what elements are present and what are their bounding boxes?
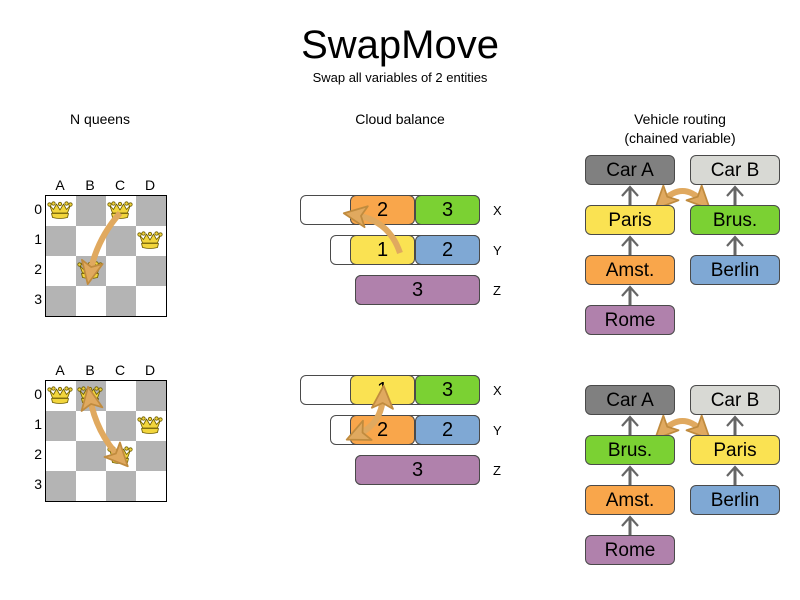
board-cell-B3[interactable] (76, 286, 106, 316)
queen-piece-C0[interactable] (107, 200, 133, 220)
board-cell-B3[interactable] (76, 471, 106, 501)
board-rank-label-0: 0 (34, 386, 42, 402)
vrp-node-car-b[interactable]: Car B (690, 155, 780, 185)
board-cell-B1[interactable] (76, 226, 106, 256)
queen-piece-A0[interactable] (47, 200, 73, 220)
vrp-node-car-a[interactable]: Car A (585, 155, 675, 185)
vrp-node-brus[interactable]: Brus. (585, 435, 675, 465)
board-rank-label-3: 3 (34, 476, 42, 492)
cloud-process-block[interactable]: 2 (350, 195, 415, 225)
vrp-heading-line2: (chained variable) (624, 130, 736, 146)
cloud-computer-label-z: Z (493, 463, 501, 478)
vrp-node-paris[interactable]: Paris (690, 435, 780, 465)
queen-piece-D1[interactable] (137, 415, 163, 435)
vrp-node-car-a[interactable]: Car A (585, 385, 675, 415)
board-file-label-b: B (85, 177, 95, 193)
board-cell-C1[interactable] (106, 411, 136, 441)
cloud-process-block[interactable]: 2 (415, 235, 480, 265)
board-cell-A2[interactable] (46, 256, 76, 286)
cloud-process-block[interactable]: 1 (350, 375, 415, 405)
queen-piece-D1[interactable] (137, 230, 163, 250)
board-cell-B1[interactable] (76, 411, 106, 441)
board-rank-label-0: 0 (34, 201, 42, 217)
vrp-node-amst[interactable]: Amst. (585, 255, 675, 285)
cloud-process-block[interactable]: 2 (350, 415, 415, 445)
board-file-label-d: D (144, 177, 156, 193)
board-cell-C1[interactable] (106, 226, 136, 256)
cloud-process-block[interactable]: 3 (415, 375, 480, 405)
vrp-node-brus[interactable]: Brus. (690, 205, 780, 235)
board-cell-D0[interactable] (136, 196, 166, 226)
queen-piece-B0[interactable] (77, 385, 103, 405)
board-cell-A1[interactable] (46, 226, 76, 256)
vrp-node-berlin[interactable]: Berlin (690, 255, 780, 285)
board-cell-A3[interactable] (46, 286, 76, 316)
board-cell-D2[interactable] (136, 256, 166, 286)
vrp-node-rome[interactable]: Rome (585, 535, 675, 565)
vrp-node-paris[interactable]: Paris (585, 205, 675, 235)
board-cell-A3[interactable] (46, 471, 76, 501)
vrp-node-rome[interactable]: Rome (585, 305, 675, 335)
cloud-process-block[interactable]: 3 (415, 195, 480, 225)
board-rank-label-3: 3 (34, 291, 42, 307)
queen-piece-A0[interactable] (47, 385, 73, 405)
board-file-label-c: C (114, 177, 126, 193)
cloud-process-block[interactable]: 1 (350, 235, 415, 265)
board-cell-D0[interactable] (136, 381, 166, 411)
cloud-process-block[interactable]: 2 (415, 415, 480, 445)
board-cell-D2[interactable] (136, 441, 166, 471)
cloud-computer-z[interactable]: 3 (355, 275, 480, 305)
board-file-label-b: B (85, 362, 95, 378)
board-cell-C3[interactable] (106, 471, 136, 501)
board-rank-label-2: 2 (34, 446, 42, 462)
column-heading-vehicle-routing: Vehicle routing (chained variable) (580, 110, 780, 148)
board-cell-C0[interactable] (106, 381, 136, 411)
board-file-label-d: D (144, 362, 156, 378)
board-cell-D3[interactable] (136, 286, 166, 316)
page-subtitle: Swap all variables of 2 entities (312, 70, 488, 85)
board-cell-D3[interactable] (136, 471, 166, 501)
column-heading-cloud-balance: Cloud balance (355, 111, 445, 127)
cloud-computer-label-x: X (493, 383, 502, 398)
cloud-process-block[interactable]: 3 (355, 455, 480, 485)
cloud-computer-label-z: Z (493, 283, 501, 298)
board-file-label-a: A (55, 177, 65, 193)
board-cell-C3[interactable] (106, 286, 136, 316)
board-cell-B0[interactable] (76, 196, 106, 226)
board-cell-B2[interactable] (76, 441, 106, 471)
queen-piece-B2[interactable] (77, 260, 103, 280)
board-rank-label-2: 2 (34, 261, 42, 277)
vrp-node-berlin[interactable]: Berlin (690, 485, 780, 515)
vrp-node-car-b[interactable]: Car B (690, 385, 780, 415)
vrp-node-amst[interactable]: Amst. (585, 485, 675, 515)
vrp-heading-line1: Vehicle routing (634, 111, 726, 127)
board-cell-A2[interactable] (46, 441, 76, 471)
cloud-computer-label-y: Y (493, 243, 502, 258)
board-rank-label-1: 1 (34, 416, 42, 432)
queen-piece-C2[interactable] (107, 445, 133, 465)
cloud-computer-label-y: Y (493, 423, 502, 438)
board-rank-label-1: 1 (34, 231, 42, 247)
board-cell-C2[interactable] (106, 256, 136, 286)
board-file-label-a: A (55, 362, 65, 378)
cloud-computer-label-x: X (493, 203, 502, 218)
board-file-label-c: C (114, 362, 126, 378)
cloud-process-block[interactable]: 3 (355, 275, 480, 305)
cloud-computer-z[interactable]: 3 (355, 455, 480, 485)
page-title: SwapMove (301, 23, 499, 67)
column-heading-nqueens: N queens (70, 111, 130, 127)
board-cell-A1[interactable] (46, 411, 76, 441)
